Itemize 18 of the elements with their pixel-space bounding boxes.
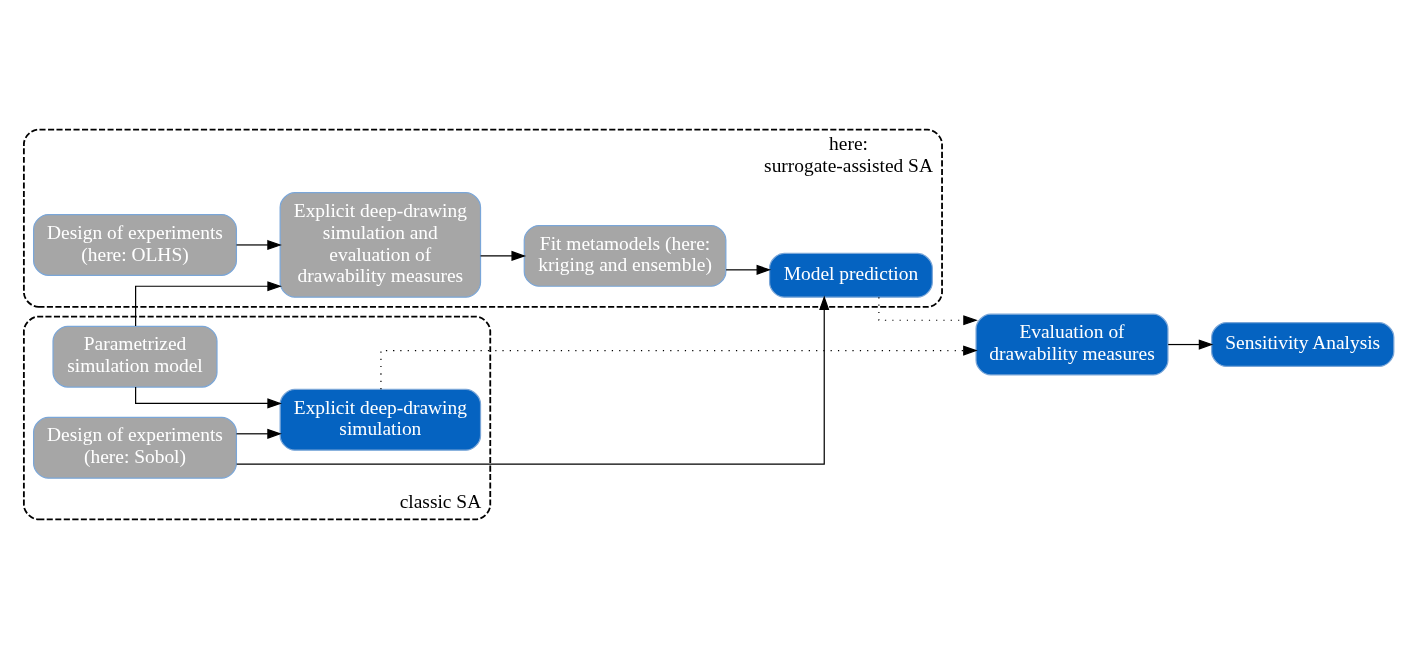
arrow bbox=[380, 345, 978, 390]
node-box: Design of experiments (here: Sobol) bbox=[33, 416, 238, 479]
node-box: Evaluation of drawability measures bbox=[975, 313, 1169, 376]
node-box: Parametrized simulation model bbox=[52, 325, 218, 388]
arrow bbox=[878, 296, 978, 326]
arrow bbox=[236, 295, 830, 465]
node-box: Design of experiments (here: OLHS) bbox=[33, 214, 238, 276]
node-box: Explicit deep-drawing simulation and evaluation of drawability measures bbox=[279, 192, 482, 298]
arrow bbox=[1167, 339, 1214, 350]
arrow bbox=[235, 239, 282, 251]
arrow bbox=[135, 281, 282, 327]
node-box: Explicit deep-drawing simulation bbox=[279, 388, 482, 451]
arrow bbox=[235, 428, 282, 439]
node-box: Fit metamodels (here: kriging and ensemble) bbox=[523, 224, 727, 287]
arrow bbox=[725, 264, 772, 275]
arrow bbox=[479, 250, 526, 261]
node-box: Sensitivity Analysis bbox=[1211, 322, 1395, 367]
node-box: Model prediction bbox=[768, 252, 933, 298]
